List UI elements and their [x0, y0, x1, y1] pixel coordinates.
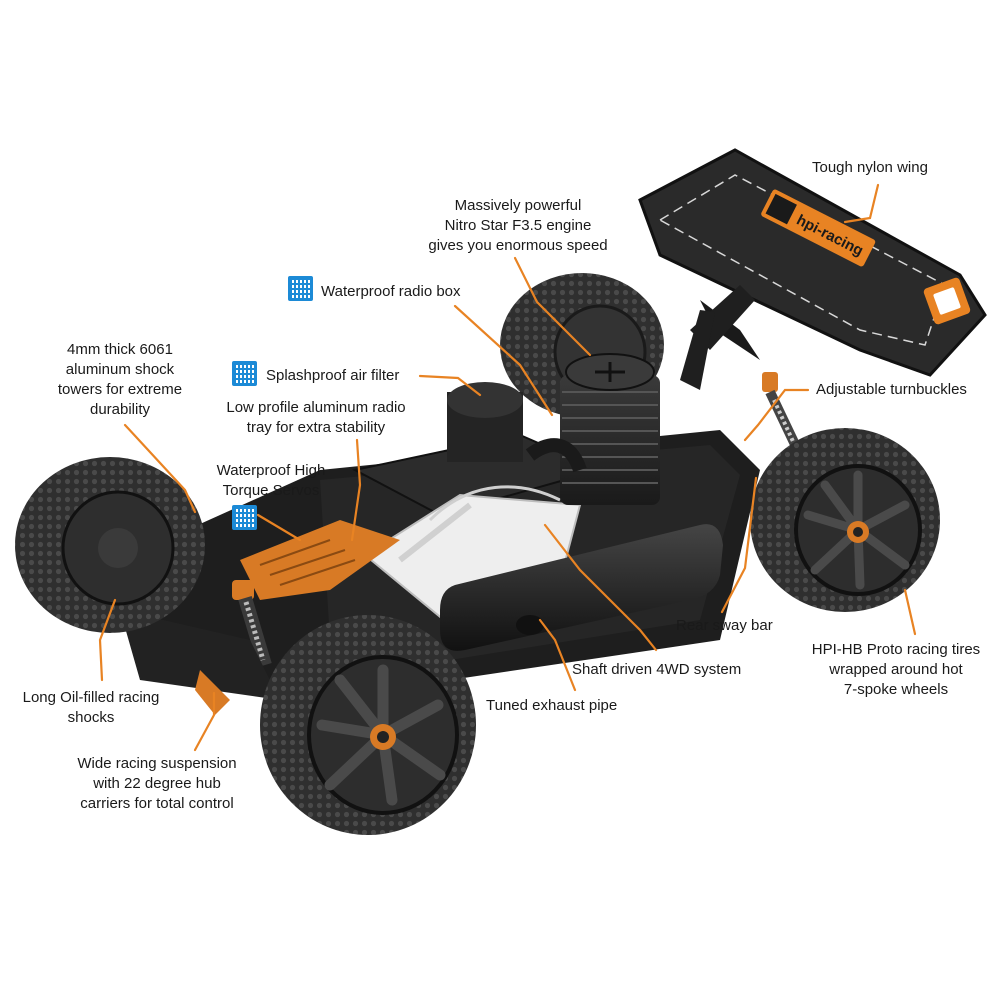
- callout-exhaust: Tuned exhaust pipe: [486, 696, 617, 716]
- callout-air-filter: Splashproof air filter: [266, 366, 399, 386]
- callout-servos: Waterproof High Torque Servos: [206, 461, 336, 501]
- shocks-label-1: Long Oil-filled racing: [22, 689, 160, 706]
- radio-tray-label-1: Low profile aluminum radio: [226, 399, 406, 416]
- shock-towers-label-3: towers for extreme: [57, 381, 183, 398]
- nitro-engine: [525, 353, 660, 505]
- callout-shock-towers: 4mm thick 6061 aluminum shock towers for…: [40, 340, 200, 420]
- 4wd-label: Shaft driven 4WD system: [572, 661, 742, 678]
- exhaust-label: Tuned exhaust pipe: [486, 697, 618, 714]
- exhaust-pipe: [440, 524, 723, 651]
- waterproof-radio-box-icon: [288, 276, 313, 301]
- suspension-label-2: with 22 degree hub: [93, 775, 221, 792]
- splashproof-air-filter-icon: [232, 361, 257, 386]
- tires-label-1: HPI-HB Proto racing tires: [811, 641, 981, 658]
- rear-right-tire: [750, 428, 940, 612]
- engine-label-3: gives you enormous speed: [428, 237, 608, 254]
- callout-engine: Massively powerful Nitro Star F3.5 engin…: [418, 196, 618, 256]
- engine-label-1: Massively powerful: [454, 197, 582, 214]
- callout-radio-box: Waterproof radio box: [321, 282, 461, 302]
- leader-lines: [98, 183, 917, 752]
- shock-towers-label-2: aluminum shock: [65, 361, 175, 378]
- waterproof-servos-icon: [232, 505, 257, 530]
- wing-label: Tough nylon wing: [812, 159, 928, 176]
- shock-towers-label-4: durability: [89, 401, 151, 418]
- servos-label-2: Torque Servos: [222, 482, 320, 499]
- callout-shocks: Long Oil-filled racing shocks: [8, 688, 174, 728]
- endplate-logo: [923, 277, 971, 325]
- suspension-label-3: carriers for total control: [80, 795, 234, 812]
- air-filter: [447, 382, 523, 462]
- callout-suspension: Wide racing suspension with 22 degree hu…: [62, 754, 252, 814]
- aluminum-radio-tray: [240, 520, 400, 600]
- callout-radio-tray: Low profile aluminum radio tray for extr…: [208, 398, 424, 438]
- radio-box-label: Waterproof radio box: [321, 283, 461, 300]
- front-right-tire: [260, 615, 476, 835]
- front-left-tire: [15, 457, 205, 633]
- callout-turnbuckles: Adjustable turnbuckles: [816, 380, 967, 400]
- rear-wing: hpi-racing: [638, 148, 987, 390]
- radio-tray-label-2: tray for extra stability: [246, 419, 386, 436]
- turnbuckles-label: Adjustable turnbuckles: [816, 381, 967, 398]
- engine-label-2: Nitro Star F3.5 engine: [444, 217, 592, 234]
- tires-label-3: 7-spoke wheels: [843, 681, 949, 698]
- callout-sway-bar: Rear sway bar: [676, 616, 773, 636]
- shock-towers-label-1: 4mm thick 6061: [67, 341, 173, 358]
- callout-4wd: Shaft driven 4WD system: [572, 660, 741, 680]
- sway-bar-label: Rear sway bar: [676, 617, 773, 634]
- shocks-label-2: shocks: [67, 709, 115, 726]
- front-suspension: [120, 610, 280, 715]
- tires-label-2: wrapped around hot: [829, 661, 963, 678]
- air-filter-label: Splashproof air filter: [266, 367, 400, 384]
- servos-label-1: Waterproof High: [216, 462, 326, 479]
- callout-tires: HPI-HB Proto racing tires wrapped around…: [798, 640, 994, 700]
- callout-wing: Tough nylon wing: [812, 158, 928, 178]
- suspension-label-1: Wide racing suspension: [77, 755, 237, 772]
